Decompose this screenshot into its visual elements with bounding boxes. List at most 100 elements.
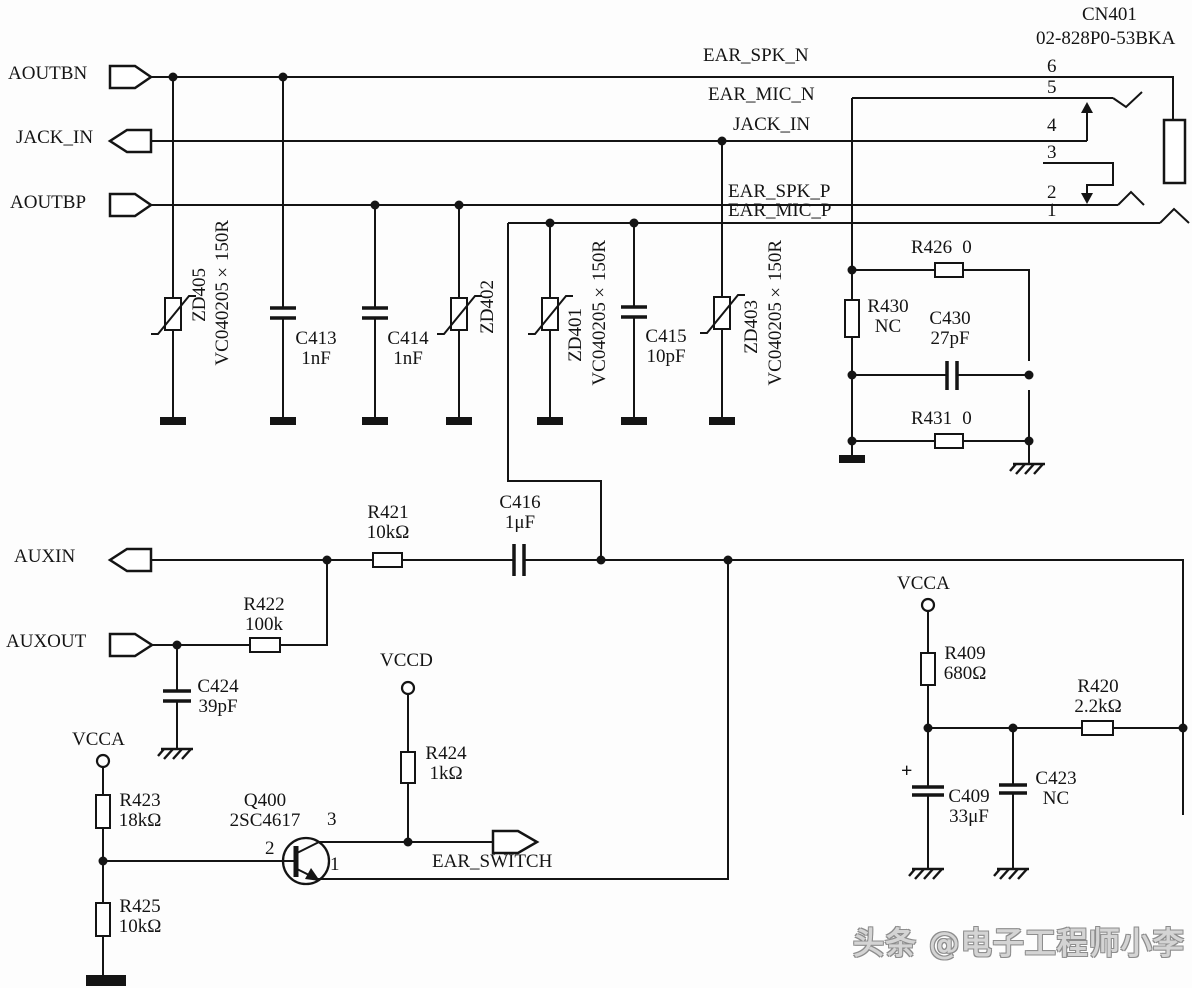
ground-bar-icon — [621, 417, 647, 425]
power-label-vccd: VCCD — [380, 650, 433, 671]
ground-bar-icon — [537, 417, 563, 425]
pin-number-1: 1 — [1047, 200, 1057, 221]
net-label-ear-spk-n: EAR_SPK_N — [703, 45, 809, 66]
pin-number-6: 6 — [1047, 56, 1057, 77]
resistor-R425 — [95, 902, 111, 937]
port-label-aoutbn: AOUTBN — [8, 63, 88, 84]
label-zd405-val: VC040205×150R — [212, 220, 233, 366]
capacitor-C424 — [163, 689, 191, 703]
port-auxout-flag — [108, 632, 155, 658]
label-zd401-val: VC040205×150R — [589, 240, 610, 386]
label-zd402-ref: ZD402 — [477, 280, 498, 334]
ground-bar-icon — [446, 417, 472, 425]
ground-bar-icon — [270, 417, 296, 425]
port-label-jack-in: JACK_IN — [16, 127, 94, 148]
net-label-jack-in: JACK_IN — [733, 114, 811, 135]
port-label-aoutbp: AOUTBP — [10, 192, 87, 213]
ground-bar-icon — [839, 455, 865, 463]
net-label-ear-spk-p: EAR_SPK_P — [728, 181, 831, 202]
jack-switch-arrows — [1081, 102, 1093, 204]
resistor-R422 — [249, 637, 281, 653]
hatched-grounds — [157, 462, 1045, 880]
connector-part: 02-828P0-53BKA — [1036, 28, 1176, 49]
capacitor-C414 — [362, 306, 388, 320]
resistor-R424 — [400, 751, 416, 784]
vcca-right-terminal — [920, 597, 936, 613]
capacitor-C430 — [945, 361, 959, 390]
ground-bar-icon — [709, 417, 735, 425]
port-aoutbn-flag — [108, 64, 154, 90]
ground-hatched-icon — [993, 867, 1029, 880]
capacitor-C423 — [999, 783, 1027, 795]
label-zd403-val: VC040205×150R — [765, 240, 786, 386]
capacitors — [163, 305, 1027, 797]
label-zd405-ref: ZD405 — [189, 268, 210, 322]
resistor-R426 — [934, 262, 964, 278]
connector-ref: CN401 — [1082, 4, 1137, 25]
net-label-ear-mic-p: EAR_MIC_P — [728, 200, 832, 221]
label-zd403-ref: ZD403 — [741, 300, 762, 354]
resistor-R430 — [844, 299, 860, 338]
arrow-up-icon — [1081, 102, 1093, 113]
port-aoutbp-flag — [108, 192, 154, 218]
junction-dots — [98, 72, 1188, 866]
power-label-vcca-left: VCCA — [72, 729, 125, 750]
jack-switch-contacts — [1112, 91, 1190, 224]
c409-polarity-plus: + — [901, 760, 913, 782]
varistor-ZD402 — [437, 295, 482, 335]
ground-bar-icon — [362, 417, 388, 425]
q400-pin-3: 3 — [327, 809, 337, 830]
power-label-vcca-right: VCCA — [897, 573, 950, 594]
port-jackin-flag — [107, 128, 153, 154]
port-label-ear-switch: EAR_SWITCH — [432, 851, 553, 872]
pin-number-5: 5 — [1047, 77, 1057, 98]
port-auxin-flag — [107, 547, 153, 573]
ground-bar-icon — [160, 417, 186, 425]
pin-number-3: 3 — [1047, 142, 1057, 163]
resistor-R409 — [920, 652, 936, 686]
q400-emitter-arrow-icon — [305, 868, 320, 881]
port-label-auxout: AUXOUT — [6, 631, 87, 652]
ground-hatched-icon — [908, 867, 944, 880]
vccd-terminal — [400, 680, 416, 696]
transistor-Q400 — [281, 836, 331, 886]
varistor-ZD403 — [700, 294, 745, 334]
q400-collector — [296, 841, 320, 854]
watermark: 头条 @电子工程师小李 — [853, 926, 1185, 962]
vcca-left-terminal — [95, 753, 111, 769]
varistor-ZD401 — [528, 295, 573, 335]
capacitor-C409 — [912, 785, 944, 797]
contact-zigzag-pin1 — [1159, 207, 1190, 224]
label-zd401-ref: ZD401 — [565, 308, 586, 362]
ports-shapes — [107, 64, 540, 855]
port-label-auxin: AUXIN — [14, 546, 76, 567]
resistor-R420 — [1081, 720, 1114, 736]
resistor-R423 — [95, 794, 111, 829]
q400-pin-2: 2 — [265, 838, 275, 859]
pin-number-2: 2 — [1047, 182, 1057, 203]
varistors — [151, 294, 745, 335]
capacitor-C415 — [621, 305, 647, 319]
jack-plug-body — [1162, 118, 1187, 185]
port-earswitch-flag — [491, 829, 540, 855]
